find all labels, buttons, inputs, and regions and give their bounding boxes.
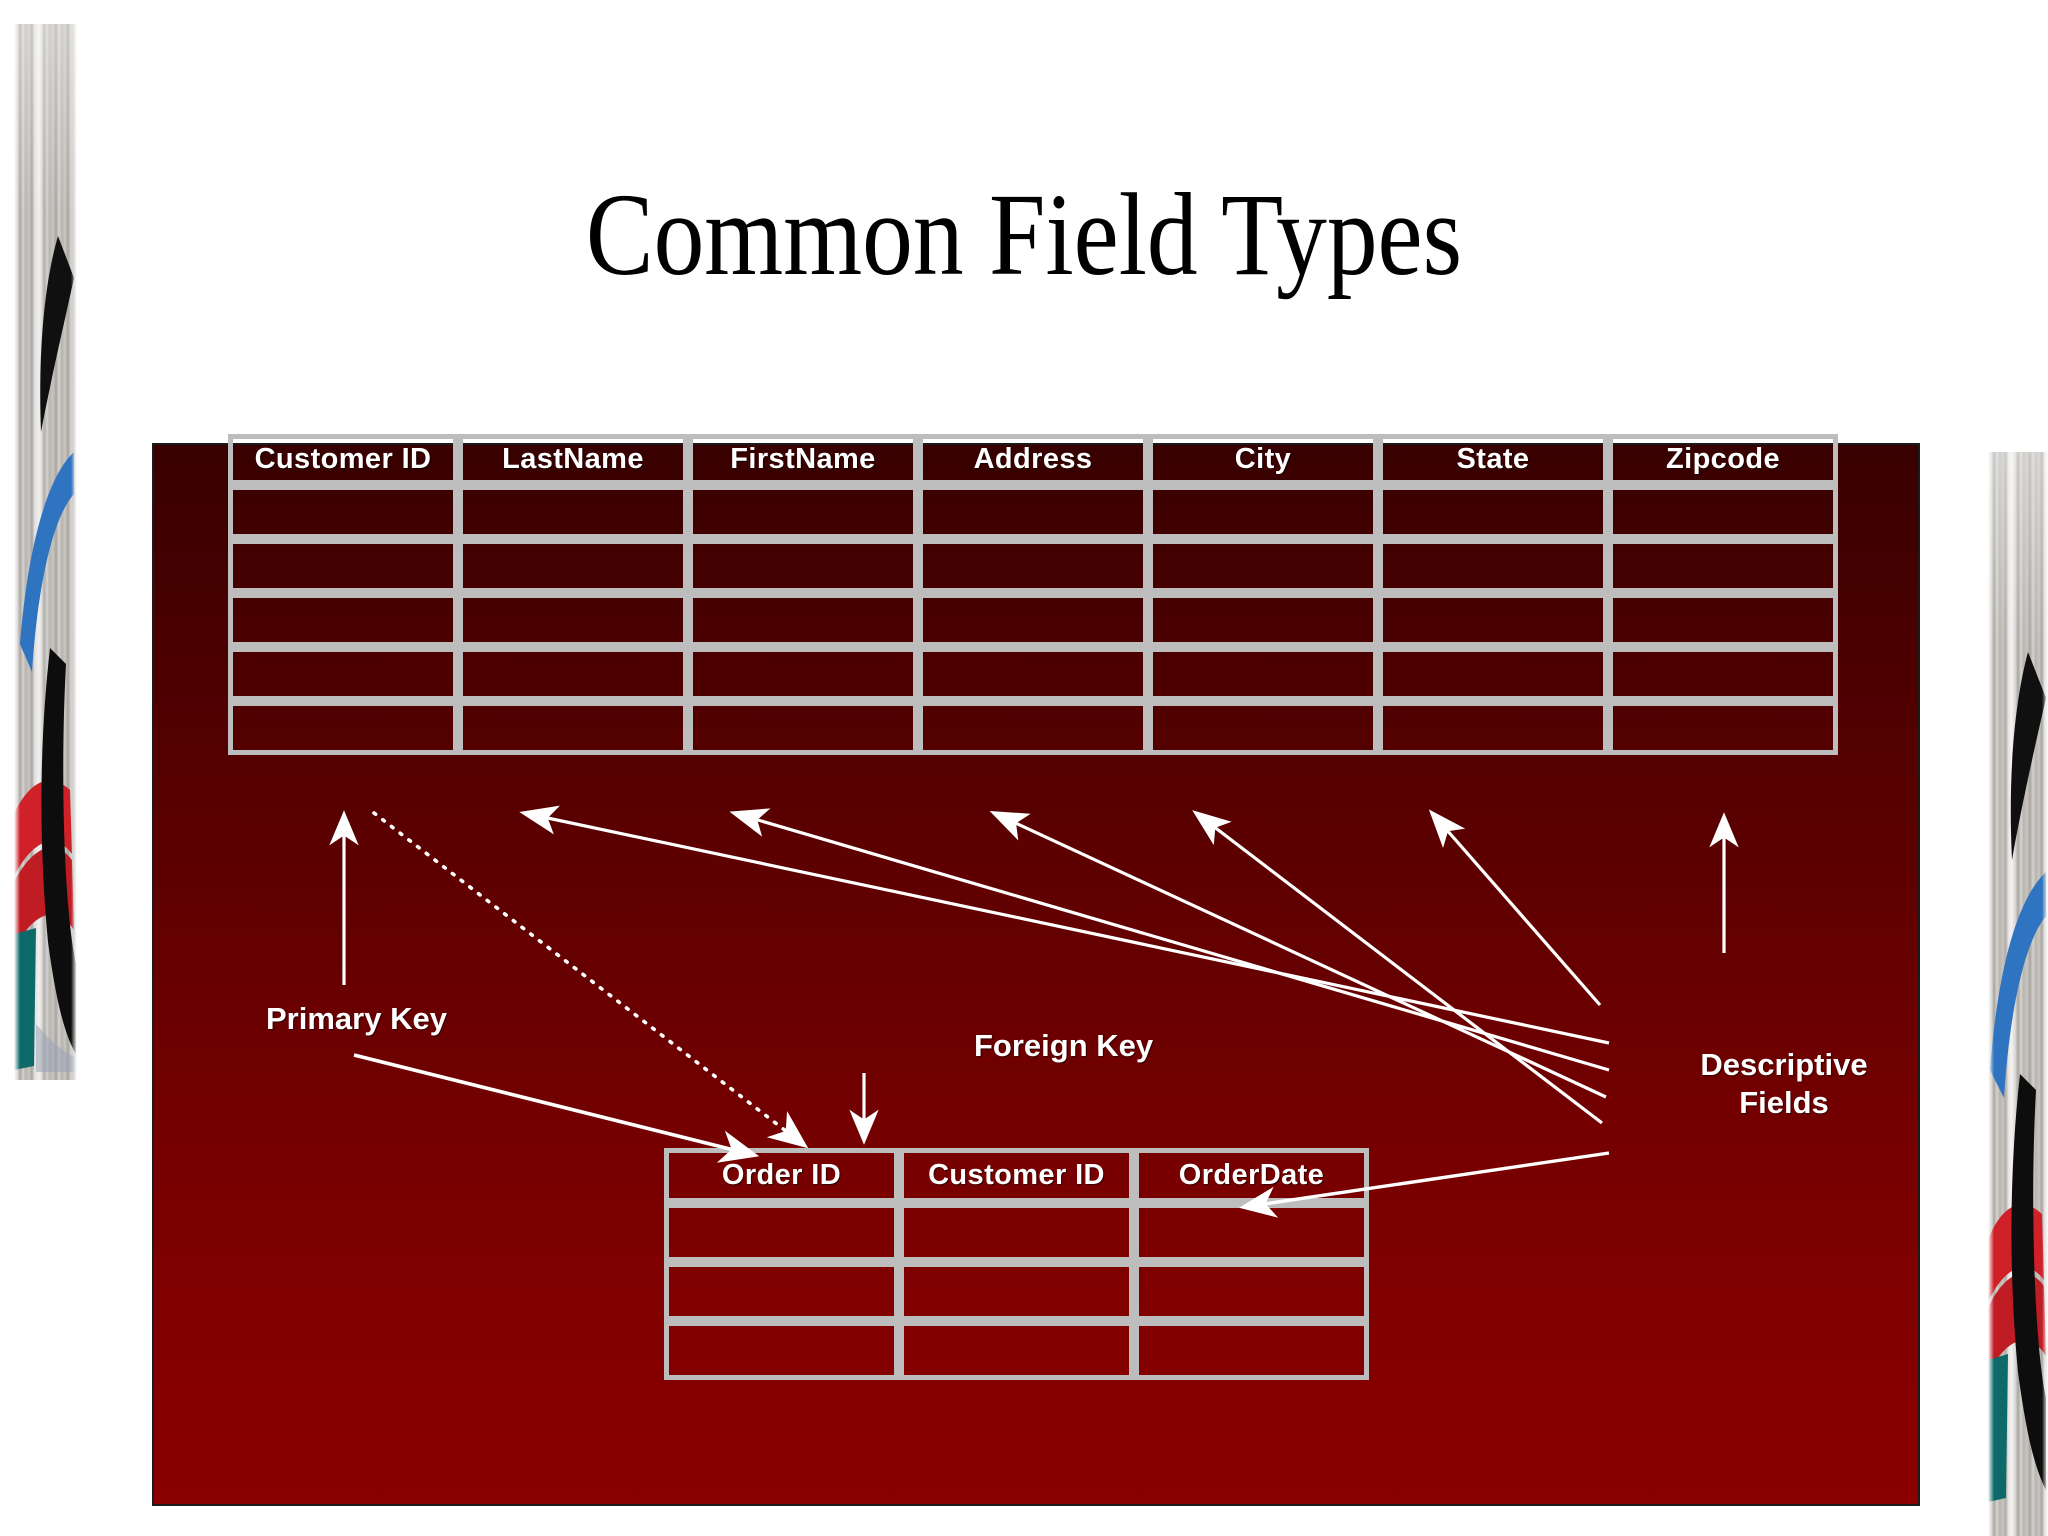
table-cell[interactable] xyxy=(1608,647,1838,701)
table-cell[interactable] xyxy=(664,1262,899,1321)
label-foreign-key: Foreign Key xyxy=(974,1028,1154,1063)
table-row xyxy=(664,1321,1369,1380)
table-cell[interactable] xyxy=(899,1262,1134,1321)
table-header-row: Customer ID LastName FirstName Address C… xyxy=(228,434,1838,485)
column-header-firstname[interactable]: FirstName xyxy=(688,434,918,485)
table-cell[interactable] xyxy=(1134,1262,1369,1321)
table-cell[interactable] xyxy=(1148,539,1378,593)
table-cell[interactable] xyxy=(1148,593,1378,647)
column-header-customer-id[interactable]: Customer ID xyxy=(228,434,458,485)
strip-edge-right xyxy=(71,24,77,1080)
strip-artwork-right xyxy=(1988,652,2046,1502)
table-cell[interactable] xyxy=(1148,647,1378,701)
strip-edge-right xyxy=(2042,452,2048,1536)
arrow-foreign-key-relationship-dotted xyxy=(372,811,809,1149)
label-descriptive-line2: Fields xyxy=(1739,1084,1829,1120)
table-cell[interactable] xyxy=(664,1203,899,1262)
table-cell[interactable] xyxy=(228,539,458,593)
column-header-zipcode[interactable]: Zipcode xyxy=(1608,434,1838,485)
table-cell[interactable] xyxy=(688,485,918,539)
table-row xyxy=(228,485,1838,539)
table-cell[interactable] xyxy=(1134,1203,1369,1262)
arrow-primary-key-to-orders xyxy=(353,1053,760,1163)
table-header-row: Order ID Customer ID OrderDate xyxy=(664,1148,1369,1203)
column-header-lastname[interactable]: LastName xyxy=(458,434,688,485)
table-cell[interactable] xyxy=(1608,593,1838,647)
orders-table: Order ID Customer ID OrderDate xyxy=(664,1148,1369,1380)
table-row xyxy=(664,1262,1369,1321)
table-cell[interactable] xyxy=(1608,539,1838,593)
column-header-orderdate[interactable]: OrderDate xyxy=(1134,1148,1369,1203)
table-cell[interactable] xyxy=(664,1321,899,1380)
decorative-strip-left xyxy=(14,24,77,1080)
label-descriptive-line1: Descriptive xyxy=(1700,1047,1868,1082)
table-cell[interactable] xyxy=(228,593,458,647)
table-cell[interactable] xyxy=(228,647,458,701)
table-cell[interactable] xyxy=(918,701,1148,755)
decorative-strip-right xyxy=(1988,452,2048,1536)
table-cell[interactable] xyxy=(458,647,688,701)
table-row xyxy=(228,593,1838,647)
strip-edge-left xyxy=(1988,452,1994,1536)
table-cell[interactable] xyxy=(688,539,918,593)
strip-artwork-left xyxy=(14,236,76,1072)
table-cell[interactable] xyxy=(1148,701,1378,755)
table-cell[interactable] xyxy=(918,593,1148,647)
table-cell[interactable] xyxy=(688,593,918,647)
table-cell[interactable] xyxy=(458,593,688,647)
table-row xyxy=(664,1203,1369,1262)
column-header-order-id[interactable]: Order ID xyxy=(664,1148,899,1203)
arrow-descriptive-state xyxy=(1428,809,1602,1007)
label-primary-key: Primary Key xyxy=(266,1001,447,1036)
table-cell[interactable] xyxy=(458,485,688,539)
table-cell[interactable] xyxy=(1378,485,1608,539)
table-row xyxy=(228,647,1838,701)
table-cell[interactable] xyxy=(1608,701,1838,755)
arrow-descriptive-city xyxy=(1192,810,1603,1125)
table-cell[interactable] xyxy=(1378,701,1608,755)
table-cell[interactable] xyxy=(1608,485,1838,539)
column-header-address[interactable]: Address xyxy=(918,434,1148,485)
strip-edge-left xyxy=(14,24,20,1080)
table-cell[interactable] xyxy=(1378,593,1608,647)
table-cell[interactable] xyxy=(228,701,458,755)
table-cell[interactable] xyxy=(688,647,918,701)
column-header-customer-id[interactable]: Customer ID xyxy=(899,1148,1134,1203)
column-header-city[interactable]: City xyxy=(1148,434,1378,485)
table-row xyxy=(228,701,1838,755)
table-cell[interactable] xyxy=(918,485,1148,539)
table-cell[interactable] xyxy=(458,539,688,593)
table-cell[interactable] xyxy=(918,647,1148,701)
table-cell[interactable] xyxy=(899,1321,1134,1380)
table-row xyxy=(228,539,1838,593)
table-cell[interactable] xyxy=(1378,539,1608,593)
table-cell[interactable] xyxy=(1148,485,1378,539)
table-cell[interactable] xyxy=(1378,647,1608,701)
arrow-descriptive-lastname xyxy=(519,805,1610,1045)
customers-table: Customer ID LastName FirstName Address C… xyxy=(228,434,1838,755)
table-cell[interactable] xyxy=(899,1203,1134,1262)
table-cell[interactable] xyxy=(918,539,1148,593)
content-panel: Customer ID LastName FirstName Address C… xyxy=(152,434,1920,1506)
label-descriptive-fields: Descriptive Fields xyxy=(1674,1046,1894,1122)
column-header-state[interactable]: State xyxy=(1378,434,1608,485)
arrow-descriptive-firstname xyxy=(729,808,1610,1072)
table-cell[interactable] xyxy=(688,701,918,755)
table-cell[interactable] xyxy=(1134,1321,1369,1380)
table-cell[interactable] xyxy=(458,701,688,755)
table-cell[interactable] xyxy=(228,485,458,539)
slide-title: Common Field Types xyxy=(585,169,1463,300)
